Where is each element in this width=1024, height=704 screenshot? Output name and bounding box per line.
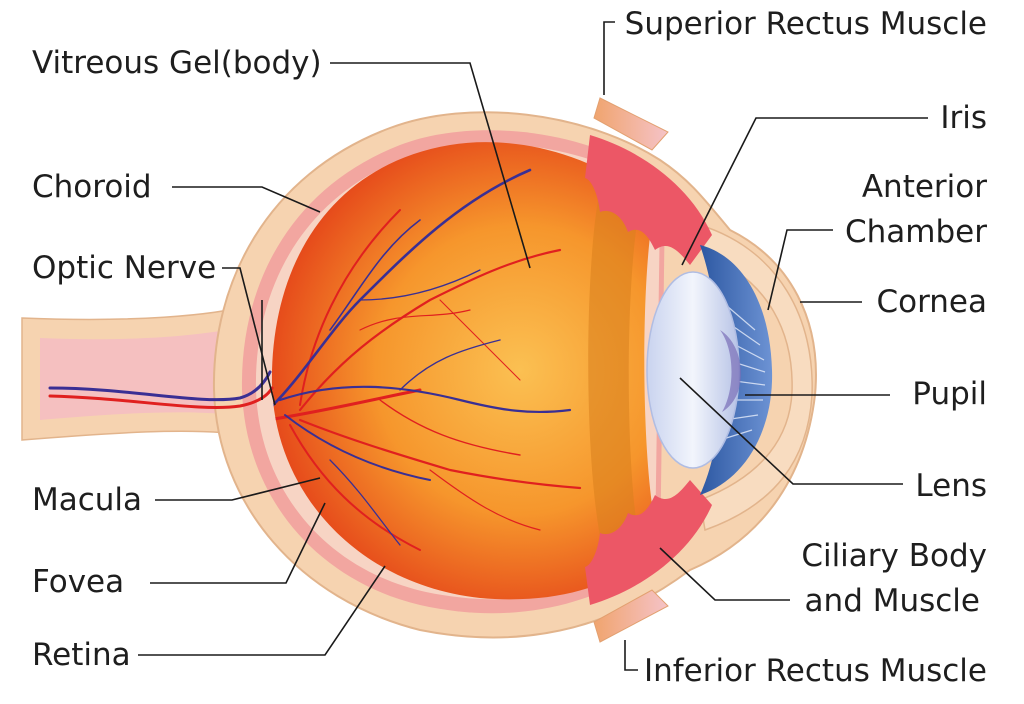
label-retina: Retina (32, 637, 131, 673)
ciliary-body (585, 135, 712, 605)
label-macula: Macula (32, 482, 142, 518)
inferior-rectus-muscle (593, 589, 669, 643)
cornea-shape (699, 223, 813, 532)
label-vitreous-gel: Vitreous Gel(body) (32, 45, 322, 81)
label-choroid: Choroid (32, 169, 152, 205)
optic-nerve (21, 298, 269, 442)
label-cornea: Cornea (876, 284, 987, 320)
label-group: Vitreous Gel(body) Choroid Optic Nerve M… (32, 6, 987, 689)
label-optic-nerve: Optic Nerve (32, 250, 216, 286)
label-lens: Lens (915, 468, 987, 504)
label-anterior-chamber-line1: Anterior (862, 169, 987, 205)
lens-shape (646, 271, 740, 469)
leader-lines (138, 21, 928, 671)
vitreous-body (271, 142, 660, 600)
label-pupil: Pupil (912, 376, 987, 412)
label-superior-rectus-muscle: Superior Rectus Muscle (625, 6, 987, 42)
superior-rectus-muscle (593, 97, 669, 151)
label-inferior-rectus-muscle: Inferior Rectus Muscle (644, 653, 987, 689)
label-ciliary-body-line1: Ciliary Body (801, 538, 987, 574)
label-fovea: Fovea (32, 564, 124, 600)
vitreous-front-band (588, 190, 640, 560)
label-anterior-chamber-line2: Chamber (845, 214, 987, 250)
label-ciliary-body-line2: and Muscle (805, 583, 980, 619)
pupil-shape (720, 330, 741, 412)
retinal-blood-vessels (271, 168, 582, 551)
label-iris: Iris (940, 100, 987, 136)
